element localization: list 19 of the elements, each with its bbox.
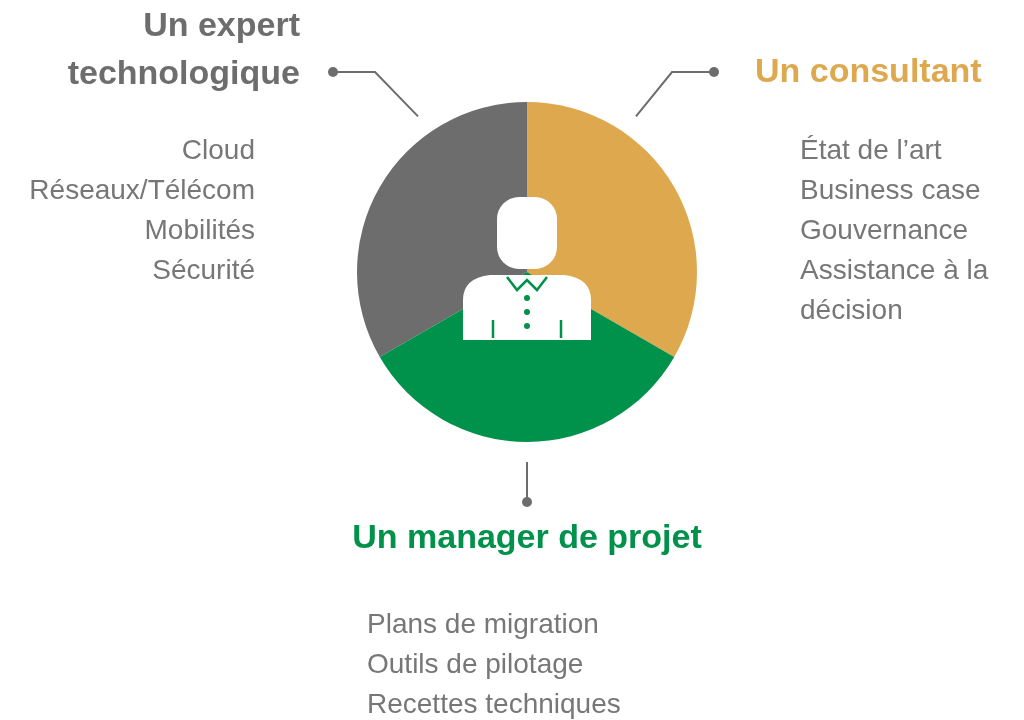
leader-line [328, 67, 419, 118]
list-item: Business case [800, 173, 982, 207]
list-item: Gouvernance [800, 213, 970, 247]
heading: Un consultant [755, 50, 982, 91]
list-item: Mobilités [143, 213, 255, 247]
list-item: État de l’art [800, 133, 943, 167]
pie-segment [357, 102, 527, 357]
heading: Un manager de projet [351, 516, 703, 557]
list-item: Recettes techniques [367, 687, 621, 720]
list-item: Outils de pilotage [367, 647, 585, 681]
leader-line [522, 461, 532, 507]
list-item: Sécurité [151, 253, 255, 287]
list-item: Assistance à la décision [800, 253, 990, 327]
heading: Un expert technologique [66, 4, 300, 93]
list-item: Plans de migration [367, 607, 600, 641]
list-item: Cloud [180, 133, 255, 167]
list-item: Réseaux/Télécom [29, 173, 255, 207]
leader-line [635, 67, 719, 118]
pie-segment [527, 102, 697, 357]
